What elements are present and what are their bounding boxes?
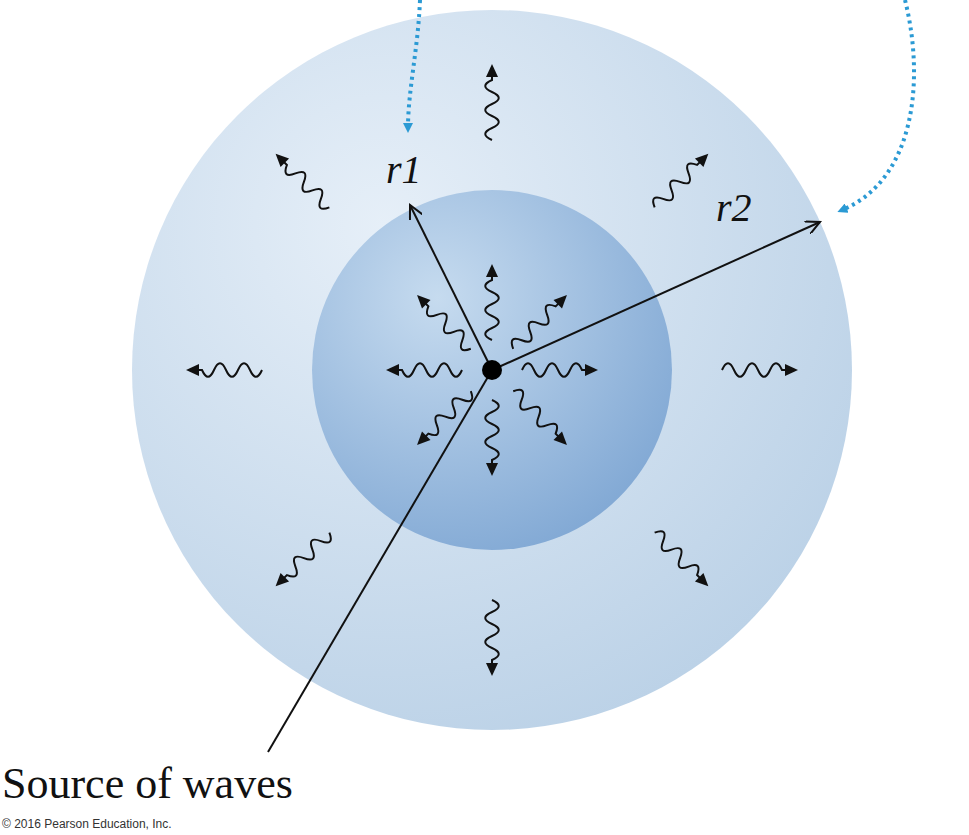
copyright-note: © 2016 Pearson Education, Inc. xyxy=(2,818,172,831)
outer-sphere xyxy=(132,10,852,730)
source-dot xyxy=(482,360,502,380)
radius-label: r2 xyxy=(716,186,752,230)
inner-sphere xyxy=(312,190,672,550)
radius-arrow xyxy=(410,205,492,370)
pointer-arrow xyxy=(842,0,914,210)
radius-arrow xyxy=(492,222,820,370)
radius-label: r1 xyxy=(386,148,422,192)
pointer-arrow xyxy=(408,0,420,128)
source-label: Source of waves xyxy=(2,760,293,808)
wave-arrows xyxy=(186,64,798,676)
leader-line xyxy=(268,370,492,752)
